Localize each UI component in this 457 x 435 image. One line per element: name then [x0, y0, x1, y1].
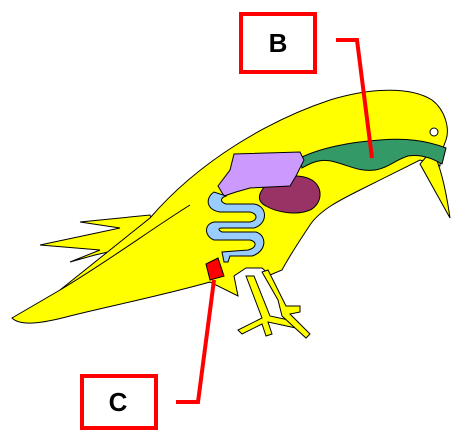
label-c-pointer	[176, 280, 214, 402]
label-b-text: B	[269, 28, 288, 58]
label-c-text: C	[109, 387, 128, 417]
bird-eye	[430, 128, 438, 136]
